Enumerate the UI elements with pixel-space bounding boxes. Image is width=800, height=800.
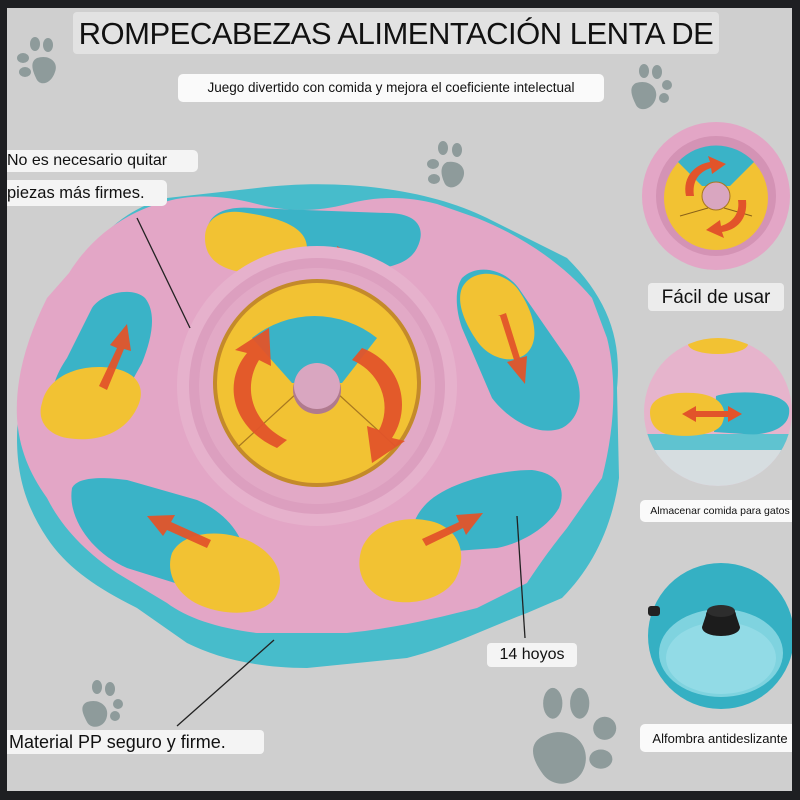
slot-bottom-left — [71, 478, 280, 613]
paw-print-icon — [427, 141, 465, 188]
callout-piezas-firmes: piezas más firmes. — [7, 180, 167, 206]
slot-left — [40, 291, 153, 440]
callout-no-quitar: No es necesario quitar — [7, 150, 198, 172]
slot-bottom-right — [359, 470, 562, 603]
callout-14-hoyos: 14 hoyos — [487, 643, 577, 667]
subtitle: Juego divertido con comida y mejora el c… — [178, 74, 604, 102]
puzzle-feeder-product — [16, 184, 619, 727]
feature-image-sliding-slot — [644, 338, 792, 486]
paw-print-icon — [631, 64, 672, 110]
leader-line — [136, 217, 191, 329]
leader-line — [176, 639, 275, 727]
page-title: ROMPECABEZAS ALIMENTACIÓN LENTA DE — [73, 12, 719, 54]
feature-label-store-food: Almacenar comida para gatos — [640, 500, 792, 522]
paw-print-icon — [82, 680, 123, 727]
feature-image-non-slip-base — [648, 563, 792, 709]
paw-print-icon — [17, 37, 56, 84]
leader-line — [516, 515, 526, 639]
slot-right — [456, 269, 580, 431]
product-infographic: ROMPECABEZAS ALIMENTACIÓN LENTA DE Juego… — [7, 8, 792, 791]
callout-material: Material PP seguro y firme. — [7, 730, 264, 754]
feature-label-easy-use: Fácil de usar — [648, 283, 784, 311]
paw-print-icon — [533, 687, 617, 784]
feature-label-non-slip: Alfombra antideslizante — [640, 724, 792, 752]
feature-image-rotating-center — [642, 122, 790, 270]
